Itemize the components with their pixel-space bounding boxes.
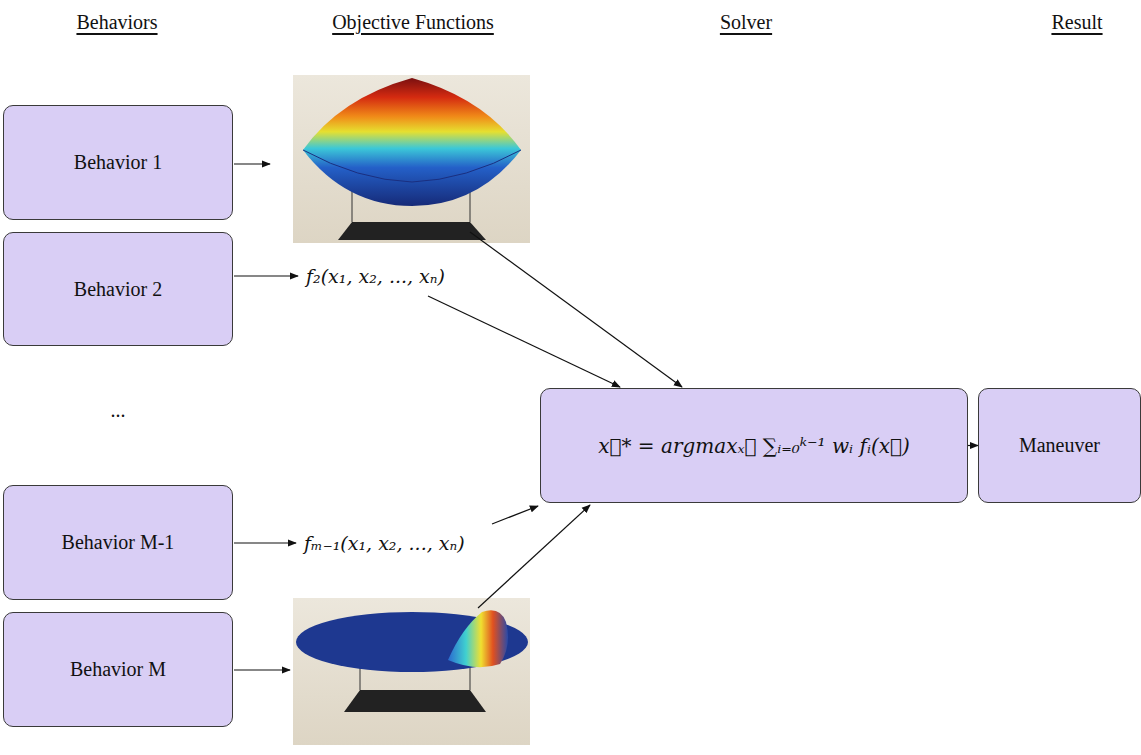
result-box: Maneuver — [978, 388, 1141, 503]
node-text: Behavior M — [70, 658, 166, 681]
behavior-box: Behavior 2 — [3, 232, 233, 346]
node-text: Maneuver — [1019, 434, 1100, 457]
surface-plot — [293, 598, 530, 745]
surface-plot — [293, 75, 530, 243]
ellipsis: ... — [111, 399, 126, 422]
behavior-box: Behavior 1 — [3, 105, 233, 220]
behavior-box: Behavior M — [3, 612, 233, 727]
column-header: Objective Functions — [332, 11, 494, 34]
connector-arrow — [968, 445, 978, 446]
column-header: Solver — [720, 11, 772, 34]
node-text: Behavior 1 — [74, 151, 162, 174]
column-header: Behaviors — [76, 11, 157, 34]
node-text: Behavior 2 — [74, 278, 162, 301]
node-text: x⃗* = argmaxₓ⃗ ∑ᵢ₌₀ᵏ⁻¹ wᵢ fᵢ(x⃗) — [598, 434, 910, 458]
function-label: f₂(x₁, x₂, ..., xₙ) — [304, 265, 447, 287]
connectors — [968, 445, 978, 446]
solver-box: x⃗* = argmaxₓ⃗ ∑ᵢ₌₀ᵏ⁻¹ wᵢ fᵢ(x⃗) — [540, 388, 968, 503]
function-label: fₘ₋₁(x₁, x₂, ..., xₙ) — [302, 532, 467, 554]
behavior-box: Behavior M-1 — [3, 485, 233, 600]
column-header: Result — [1051, 11, 1102, 34]
node-text: Behavior M-1 — [62, 531, 175, 554]
